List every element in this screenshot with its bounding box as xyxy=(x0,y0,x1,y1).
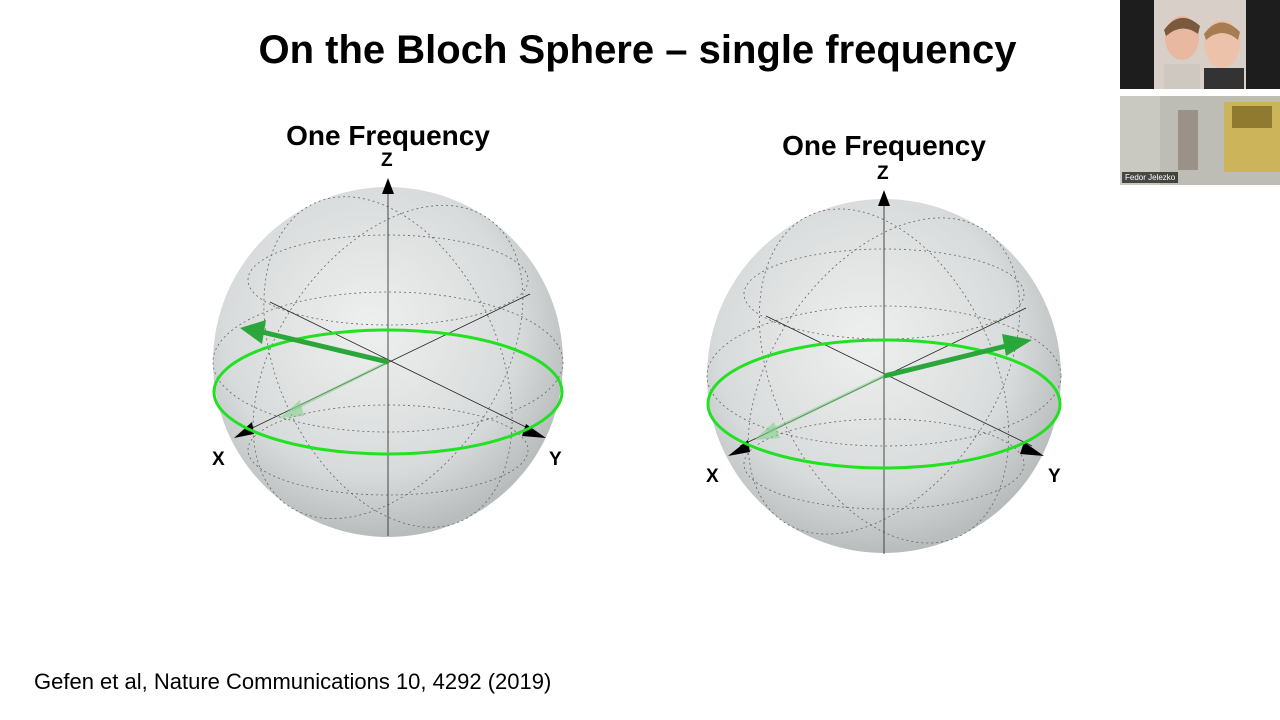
video-tile-bottom[interactable]: Fedor Jelezko xyxy=(1120,96,1280,185)
bloch-sphere-left xyxy=(212,178,564,537)
participant-video-icon xyxy=(1154,0,1246,89)
participant-video-blurred-icon xyxy=(1120,96,1280,185)
axis-label-y-right: Y xyxy=(1048,466,1061,487)
axis-label-y-left: Y xyxy=(549,449,562,470)
slide-title: On the Bloch Sphere – single frequency xyxy=(258,28,1017,72)
bloch-sphere-right xyxy=(706,190,1062,554)
sphere-title-left: One Frequency xyxy=(286,120,490,151)
axis-label-z-right: Z xyxy=(877,163,889,184)
sphere-title-right: One Frequency xyxy=(782,130,986,161)
axis-label-z-left: Z xyxy=(381,150,393,171)
axis-label-x-right: X xyxy=(706,466,719,487)
participant-name-tag: Fedor Jelezko xyxy=(1122,172,1179,183)
axis-label-x-left: X xyxy=(212,449,225,470)
citation: Gefen et al, Nature Communications 10, 4… xyxy=(34,669,552,694)
video-tile-top[interactable] xyxy=(1120,0,1280,89)
